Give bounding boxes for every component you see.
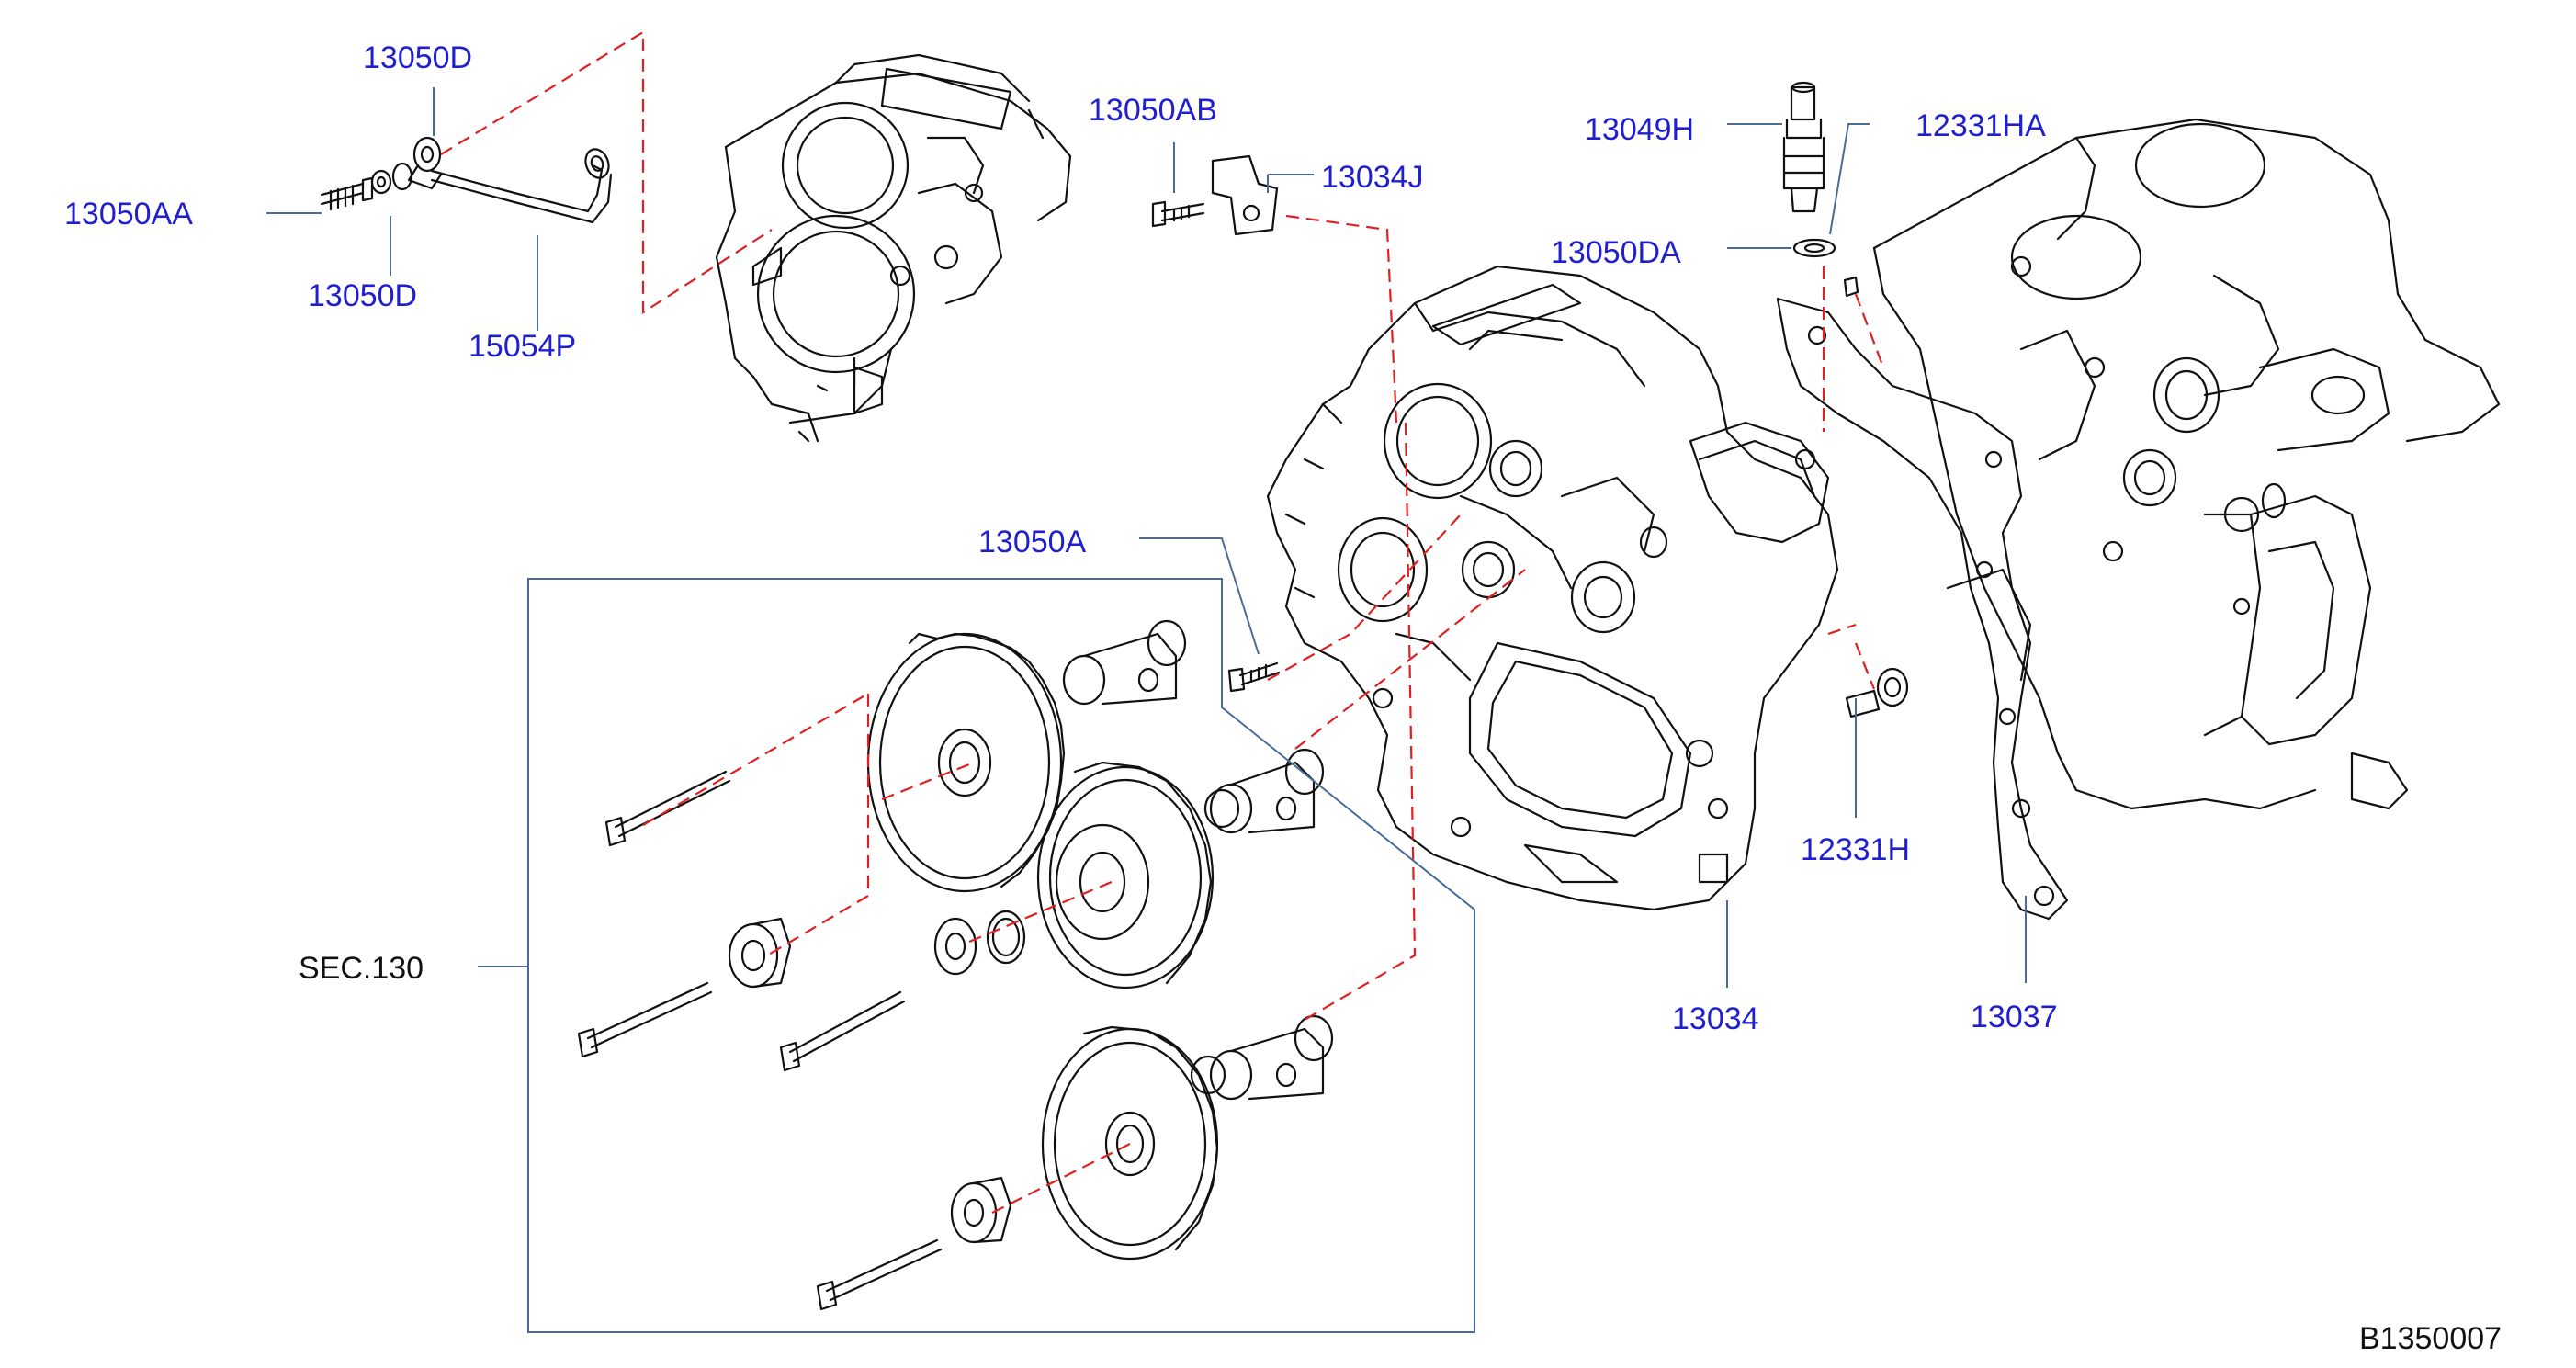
- idler-gear-upper: [866, 632, 1066, 893]
- callout-13050A: 13050A: [978, 525, 1087, 560]
- idler-gear-middle: [1036, 761, 1215, 989]
- callout-13049H: 13049H: [1585, 112, 1695, 147]
- callout-13050AB: 13050AB: [1089, 93, 1217, 128]
- plugs: [1843, 276, 1909, 718]
- callout-13050DA: 13050DA: [1551, 235, 1681, 270]
- washers-and-nuts: [728, 910, 1026, 1244]
- idler-gear-lower: [1041, 1025, 1219, 1261]
- leader-lines: [266, 87, 2027, 1333]
- callout-13034J: 13034J: [1321, 160, 1424, 195]
- front-cover-13034: [1266, 265, 1839, 911]
- callout-13050AA: 13050AA: [64, 197, 193, 232]
- fitting-13049H: [1782, 81, 1836, 258]
- assembly-lines: [440, 30, 1885, 1214]
- bolt-13050A: [1227, 661, 1281, 693]
- oil-pipe-15054P: [320, 136, 613, 224]
- long-bolts: [577, 770, 943, 1311]
- shafts-and-bushings: [1062, 619, 1334, 1101]
- callout-15054P: 15054P: [469, 329, 577, 364]
- callout-12331HA: 12331HA: [1915, 108, 2046, 143]
- callout-13034: 13034: [1672, 1001, 1759, 1036]
- callout-12331H: 12331H: [1801, 832, 1911, 867]
- callout-13050D-bottom: 13050D: [308, 278, 418, 313]
- bracket-13034J: [1151, 154, 1279, 236]
- section-reference: SEC.130: [299, 951, 424, 986]
- gasket-13037: [1776, 297, 2069, 921]
- callout-13037: 13037: [1971, 1000, 2058, 1034]
- cylinder-block: [1872, 118, 2501, 810]
- callout-13050D-top: 13050D: [363, 40, 473, 75]
- upper-engine-block: [715, 53, 1072, 443]
- drawing-code: B1350007: [2359, 1321, 2503, 1356]
